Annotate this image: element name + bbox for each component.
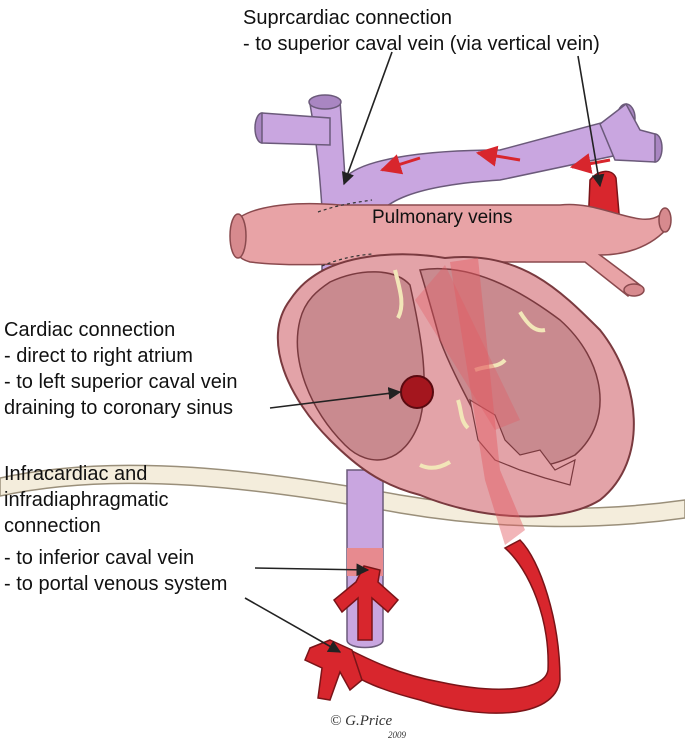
pulmonary-vein-right-opening-1 xyxy=(659,208,671,232)
coronary-sinus-opening xyxy=(401,376,433,408)
pulmonary-veins-label: Pulmonary veins xyxy=(372,207,512,228)
right-atrium-cavity xyxy=(297,272,424,460)
cardiac-title: Cardiac connection xyxy=(4,318,175,342)
cardiac-line-2: - to left superior caval vein xyxy=(4,370,237,394)
infracardiac-title-2: infradiaphragmatic xyxy=(4,488,169,512)
svc-top-opening xyxy=(309,95,341,109)
infracardiac-title-3: connection xyxy=(4,514,101,538)
cardiac-line-1: - direct to right atrium xyxy=(4,344,193,368)
infracardiac-title-1: Infracardiac and xyxy=(4,462,147,486)
pulmonary-vein-left-opening xyxy=(230,214,246,258)
arrow-portal xyxy=(245,598,340,652)
supracardiac-line-1: - to superior caval vein (via vertical v… xyxy=(243,32,600,56)
infracardiac-line-2: - to portal venous system xyxy=(4,572,227,596)
signature-name: © G.Price xyxy=(330,713,393,729)
infracardiac-line-1: - to inferior caval vein xyxy=(4,546,194,570)
cardiac-line-3: draining to coronary sinus xyxy=(4,396,233,420)
supracardiac-title: Suprcardiac connection xyxy=(243,6,452,30)
signature-year: 2009 xyxy=(388,730,407,740)
hepatic-vein-branch xyxy=(334,566,398,640)
brachiocephalic-left xyxy=(262,113,330,145)
pulmonary-vein-right-opening-2 xyxy=(624,284,644,296)
